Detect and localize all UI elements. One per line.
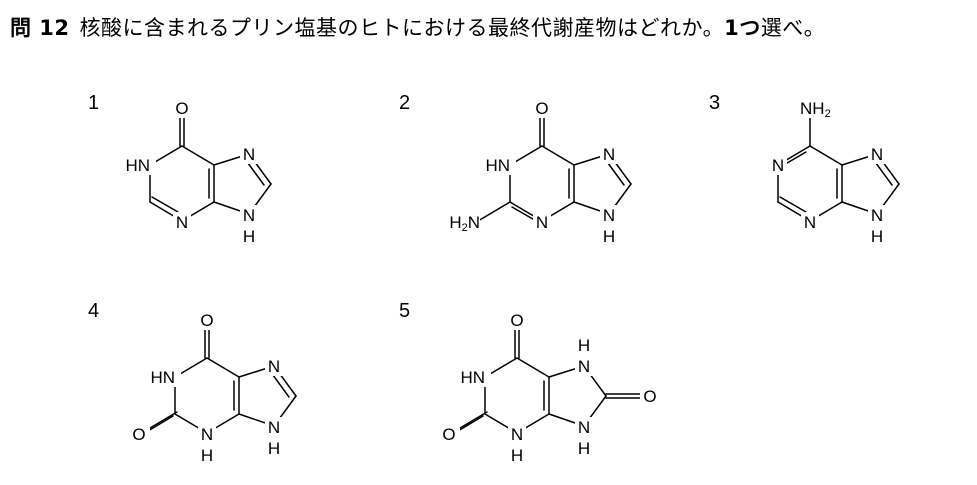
atom-n: N	[603, 206, 615, 225]
option-number-4[interactable]: 4	[88, 300, 100, 322]
question-text: 核酸に含まれるプリン塩基のヒトにおける最終代謝産物はどれか。	[79, 16, 725, 40]
option-number-2[interactable]: 2	[399, 92, 411, 114]
atom-h2n: H2N	[449, 213, 480, 234]
atom-n: N	[201, 425, 213, 444]
structure-5-uric-acid[interactable]: O HN N H H N N H O O	[440, 304, 680, 474]
atom-h: H	[243, 227, 255, 246]
option-number-1[interactable]: 1	[88, 92, 100, 114]
atom-h: H	[578, 336, 590, 355]
atom-n: N	[268, 418, 280, 437]
atom-h: H	[871, 227, 883, 246]
atom-n: N	[536, 213, 548, 232]
structure-2-guanine[interactable]: O HN N N N H H2N	[440, 92, 650, 262]
atom-n: N	[804, 213, 816, 232]
atom-h: H	[578, 439, 590, 458]
option-number-5[interactable]: 5	[399, 300, 411, 322]
structure-1-hypoxanthine[interactable]: O HN N N N H	[125, 92, 310, 262]
atom-n: N	[268, 357, 280, 376]
atom-o: O	[643, 387, 656, 406]
atom-n: N	[871, 145, 883, 164]
question-number: 問 12	[10, 16, 70, 40]
atom-hn: HN	[485, 156, 510, 175]
atom-h: H	[201, 446, 213, 465]
atom-o: O	[132, 425, 145, 444]
atom-n: N	[243, 206, 255, 225]
atom-h: H	[511, 446, 523, 465]
atom-n: N	[772, 156, 784, 175]
atom-n: N	[578, 418, 590, 437]
atom-hn: HN	[460, 368, 485, 387]
atom-n: N	[243, 145, 255, 164]
atom-nh2: NH2	[800, 99, 831, 120]
atom-o: O	[442, 425, 455, 444]
atom-n: N	[603, 145, 615, 164]
atom-o: O	[535, 99, 548, 118]
select-count: 1つ	[724, 16, 761, 40]
atom-n: N	[578, 357, 590, 376]
question-stem: 問 12 核酸に含まれるプリン塩基のヒトにおける最終代謝産物はどれか。1つ選べ。	[10, 12, 825, 42]
atom-n: N	[511, 425, 523, 444]
structure-4-xanthine[interactable]: O HN N H N N H O	[130, 304, 310, 474]
atom-hn: HN	[125, 156, 150, 175]
atom-hn: HN	[150, 368, 175, 387]
atom-n: N	[871, 206, 883, 225]
atom-o: O	[175, 99, 188, 118]
atom-h: H	[268, 439, 280, 458]
structure-3-adenine[interactable]: NH2 N N N N H	[758, 92, 938, 262]
option-number-3[interactable]: 3	[709, 92, 721, 114]
atom-o: O	[200, 311, 213, 330]
atom-o: O	[510, 311, 523, 330]
atom-n: N	[176, 213, 188, 232]
question-text-end: 選べ。	[760, 16, 826, 40]
atom-h: H	[603, 227, 615, 246]
